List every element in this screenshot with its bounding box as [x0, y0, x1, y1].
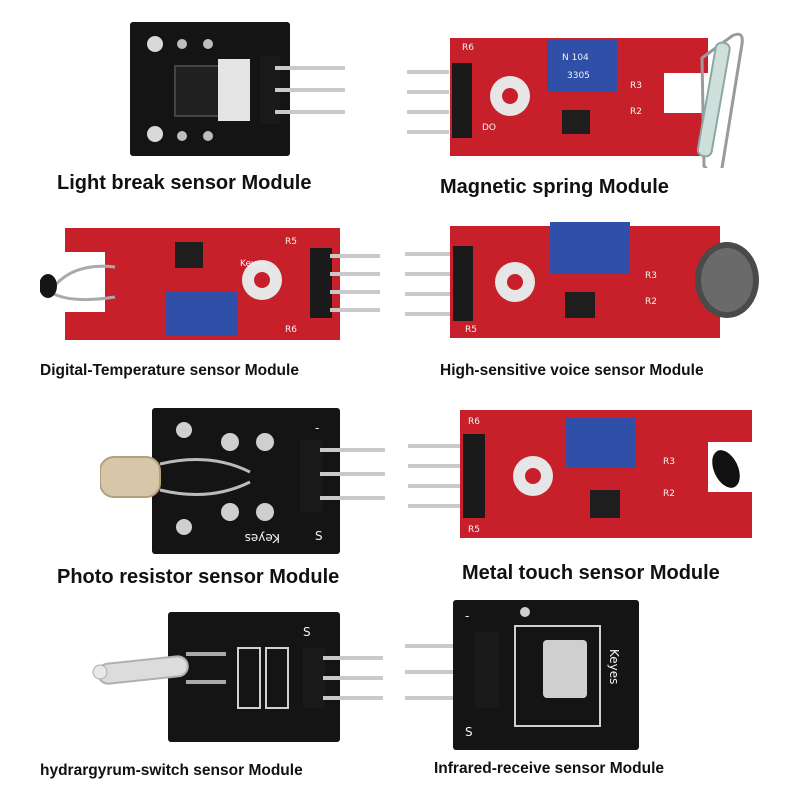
svg-text:R6: R6	[462, 43, 474, 53]
svg-text:Keyes: Keyes	[607, 649, 621, 684]
hydrargyrum-caption: hydrargyrum-switch sensor Module	[40, 762, 303, 779]
light-break-module-photo	[130, 22, 345, 156]
svg-text:R6: R6	[468, 417, 480, 427]
magnetic-spring-caption: Magnetic spring Module	[440, 176, 669, 198]
digital-temperature-caption: Digital-Temperature sensor Module	[40, 362, 299, 379]
infrared-module-photo: Keyes - S	[405, 600, 639, 750]
svg-text:N 104: N 104	[562, 53, 589, 63]
svg-text:R5: R5	[285, 237, 297, 247]
svg-text:-: -	[315, 421, 319, 435]
svg-text:S: S	[315, 529, 323, 543]
voice-module-photo: R3 R2 R5	[405, 222, 759, 338]
svg-text:R6: R6	[285, 325, 297, 335]
voice-caption: High-sensitive voice sensor Module	[440, 362, 704, 379]
svg-text:R3: R3	[663, 457, 675, 467]
metal-touch-caption: Metal touch sensor Module	[462, 562, 720, 584]
metal-touch-module-photo: R6 R5 R3 R2	[408, 410, 752, 538]
infrared-caption: Infrared-receive sensor Module	[434, 760, 664, 777]
svg-text:R2: R2	[630, 107, 642, 117]
svg-text:R3: R3	[630, 81, 642, 91]
digital-temperature-module-photo: R5 R6 Keyes	[40, 228, 380, 340]
svg-text:R3: R3	[645, 271, 657, 281]
svg-text:R5: R5	[468, 525, 480, 535]
svg-text:-: -	[465, 609, 469, 623]
svg-text:S: S	[303, 625, 311, 639]
svg-text:S: S	[465, 725, 473, 739]
photo-resistor-module-photo: Keyes - S	[100, 408, 385, 554]
light-break-caption: Light break sensor Module	[57, 172, 312, 194]
svg-text:DO: DO	[482, 123, 496, 133]
magnetic-spring-module-photo: N 104 3305 DO R3 R2 R6	[407, 32, 744, 168]
svg-text:R2: R2	[663, 489, 675, 499]
svg-text:Keyes: Keyes	[245, 531, 280, 545]
photo-resistor-caption: Photo resistor sensor Module	[57, 566, 340, 588]
svg-text:R2: R2	[645, 297, 657, 307]
svg-text:Keyes: Keyes	[240, 259, 267, 269]
hydrargyrum-module-photo: S	[92, 612, 383, 742]
svg-text:R5: R5	[465, 325, 477, 335]
svg-text:3305: 3305	[567, 71, 590, 81]
